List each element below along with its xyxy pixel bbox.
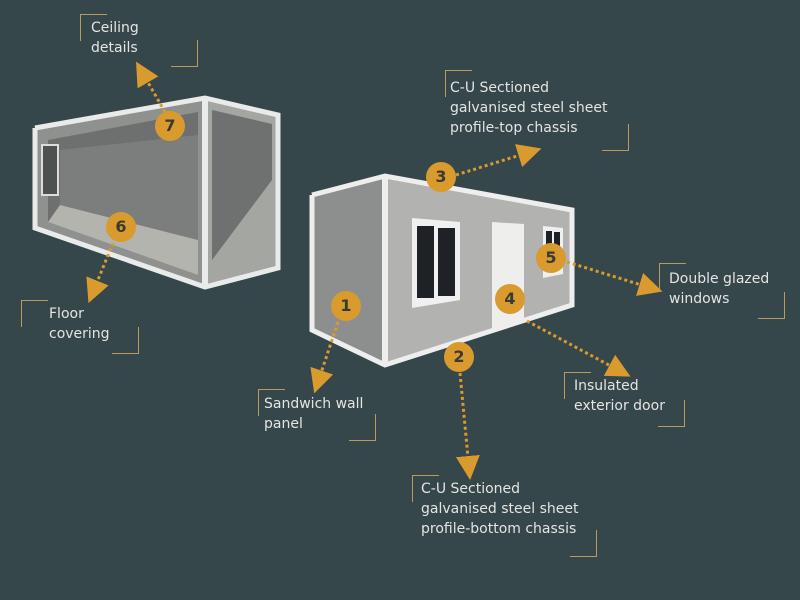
bracket-corner	[758, 292, 785, 319]
arrow-2	[455, 372, 480, 480]
label-ceiling-details: Ceiling details	[91, 20, 139, 56]
badge-5: 5	[536, 243, 566, 273]
badge-1: 1	[331, 291, 361, 321]
bracket-corner	[564, 372, 591, 399]
bracket-corner	[570, 530, 597, 557]
label-insulated-door: Insulated exterior door	[574, 378, 665, 414]
bracket-corner	[602, 124, 629, 151]
arrow-5	[566, 260, 663, 296]
closed-container-exterior	[309, 173, 575, 368]
label-bottom-chassis: C-U Sectioned galvanised steel sheet pro…	[421, 481, 579, 537]
badge-6: 6	[106, 212, 136, 242]
bracket-corner	[349, 414, 376, 441]
label-top-chassis: C-U Sectioned galvanised steel sheet pro…	[450, 80, 608, 136]
badge-3: 3	[426, 162, 456, 192]
bracket-corner	[658, 400, 685, 427]
bracket-corner	[171, 40, 198, 67]
arrow-1	[310, 321, 340, 394]
badge-2: 2	[444, 342, 474, 372]
bracket-corner	[80, 14, 107, 41]
arrow-3	[455, 144, 542, 177]
arrow-4	[526, 319, 631, 377]
arrow-6	[86, 242, 115, 304]
label-double-glazed-windows: Double glazed windows	[669, 271, 770, 307]
bracket-corner	[445, 70, 472, 97]
badge-4: 4	[495, 284, 525, 314]
label-floor-covering: Floor covering	[49, 306, 110, 342]
bracket-corner	[659, 263, 686, 290]
label-sandwich-wall: Sandwich wall panel	[264, 396, 364, 432]
bracket-corner	[258, 389, 285, 416]
bracket-corner	[412, 475, 439, 502]
arrow-7	[136, 61, 167, 113]
bracket-corner	[21, 300, 48, 327]
badge-7: 7	[155, 111, 185, 141]
bracket-corner	[112, 327, 139, 354]
